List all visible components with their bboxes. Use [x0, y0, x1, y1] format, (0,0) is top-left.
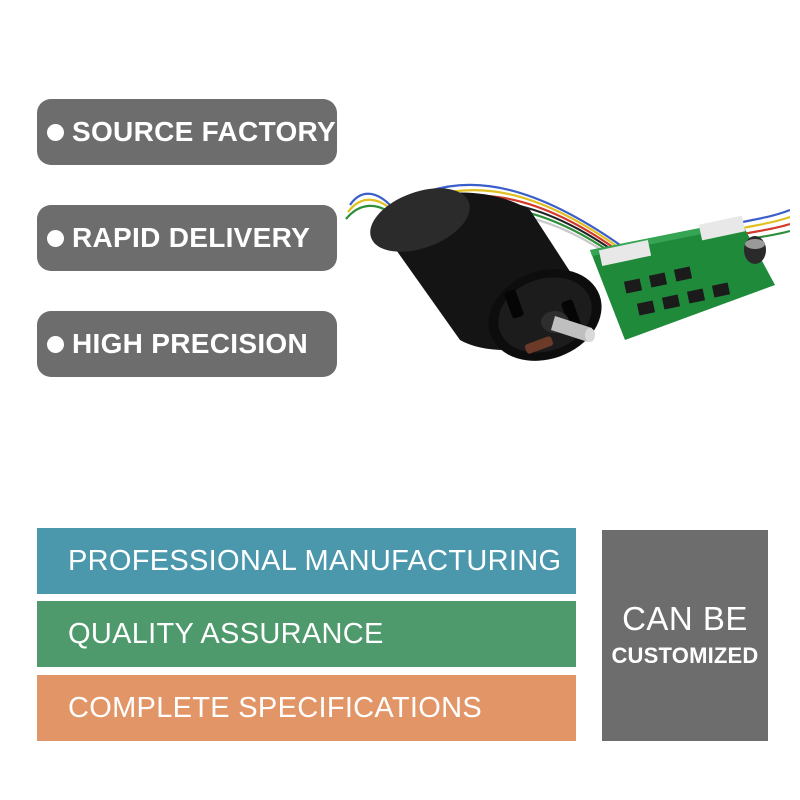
bullet-dot-icon — [47, 229, 64, 247]
motor-product-image — [345, 183, 790, 361]
bullet-dot-icon — [47, 123, 64, 141]
customized-line2: CUSTOMIZED — [611, 642, 759, 668]
bar-label: QUALITY ASSURANCE — [68, 617, 384, 650]
motor-body-icon — [370, 188, 602, 361]
feature-pill-high-precision: HIGH PRECISION — [37, 311, 337, 377]
feature-pill-rapid-delivery: RAPID DELIVERY — [37, 205, 337, 271]
customized-box: CAN BE CUSTOMIZED — [602, 530, 768, 741]
bar-complete-specifications: COMPLETE SPECIFICATIONS — [37, 675, 576, 741]
feature-label: SOURCE FACTORY — [72, 116, 337, 147]
feature-pill-source-factory: SOURCE FACTORY — [37, 99, 337, 165]
feature-label: HIGH PRECISION — [72, 328, 309, 359]
driver-board-icon — [590, 215, 775, 340]
bar-label: COMPLETE SPECIFICATIONS — [68, 691, 483, 724]
bar-label: PROFESSIONAL MANUFACTURING — [68, 544, 562, 577]
bar-professional-manufacturing: PROFESSIONAL MANUFACTURING — [37, 528, 576, 594]
feature-label: RAPID DELIVERY — [72, 222, 311, 253]
customized-line1: CAN BE — [622, 599, 748, 637]
bar-quality-assurance: QUALITY ASSURANCE — [37, 601, 576, 667]
bullet-dot-icon — [47, 335, 64, 353]
